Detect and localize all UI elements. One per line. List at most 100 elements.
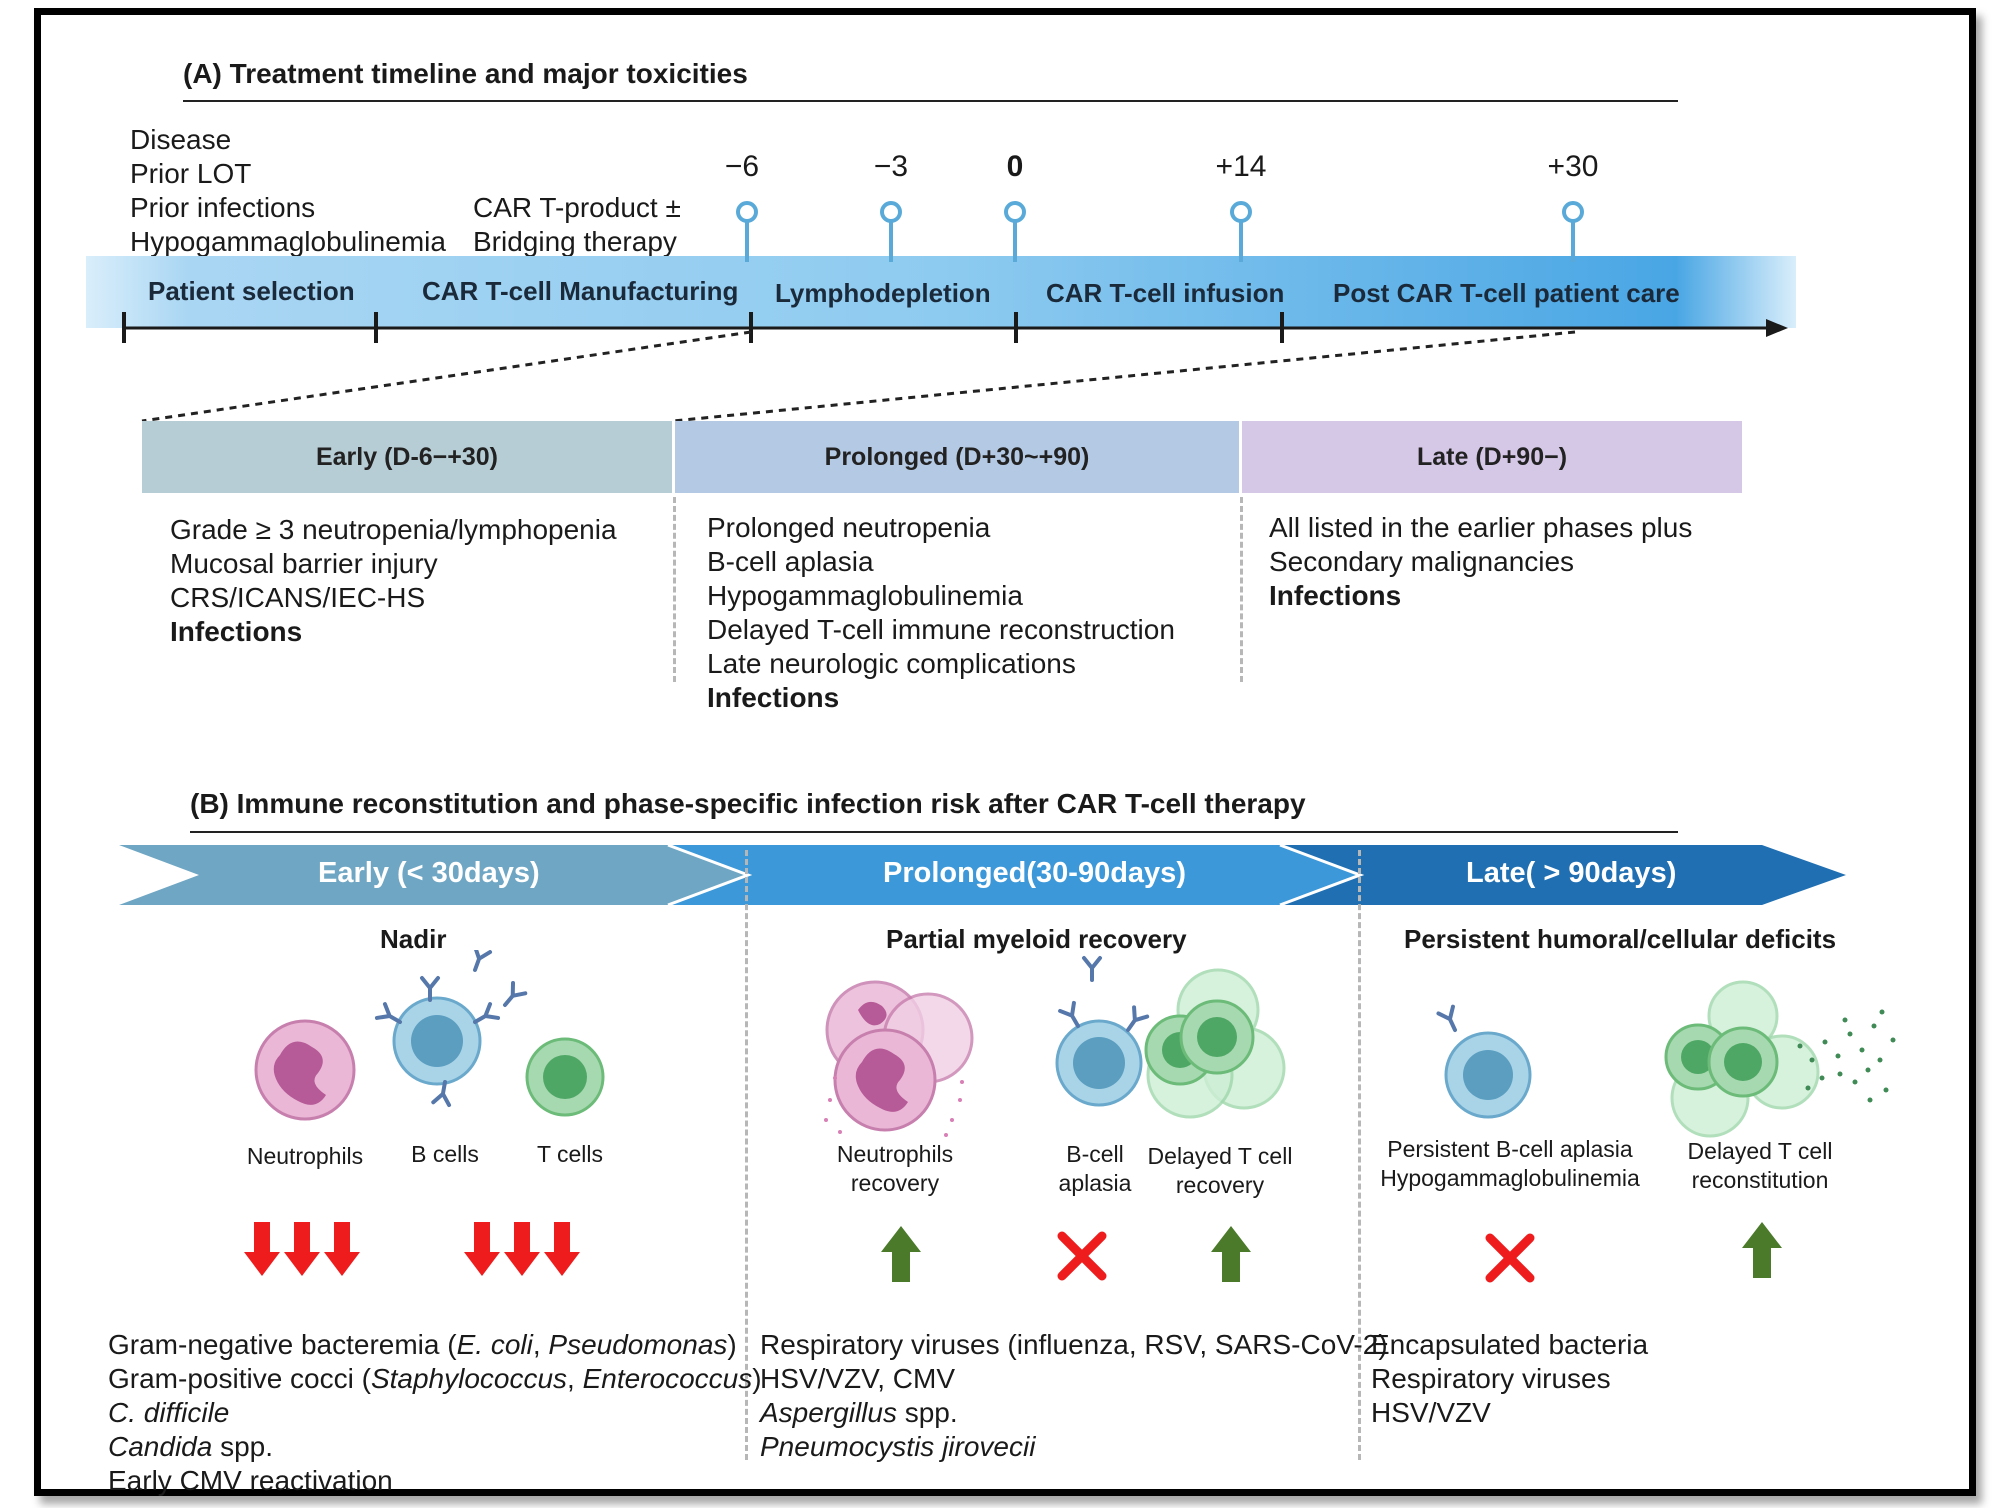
- list-item: Prolonged neutropenia: [707, 512, 991, 543]
- neutrophil-recovery-icon: [824, 980, 974, 1137]
- pathogen: Aspergillus: [760, 1397, 897, 1428]
- early-box-header: Early (D-6−+30): [142, 421, 672, 493]
- car-t-product-text: CAR T-product ±: [473, 192, 681, 223]
- tick-label-0: 0: [1006, 150, 1024, 183]
- criterion-prior-infections: Prior infections: [130, 192, 316, 223]
- pathogen: Staphylococcus: [370, 1363, 568, 1394]
- selection-criteria: Disease Prior LOT Prior infections Hypog…: [130, 123, 446, 259]
- list-item: Pneumocystis jirovecii: [760, 1431, 1036, 1462]
- list-item: All listed in the earlier phases plus: [1269, 512, 1693, 543]
- up-arrow-icon: [1742, 1222, 1782, 1278]
- label-line: Neutrophils: [836, 1141, 954, 1167]
- label-line: aplasia: [1058, 1170, 1132, 1196]
- label-line: Hypogammaglobulinemia: [1380, 1165, 1640, 1191]
- phase-divider: [1358, 850, 1361, 1460]
- prolonged-box-header: Prolonged (D+30~+90): [675, 421, 1239, 493]
- arrow-label-prolonged: Prolonged(30-90days): [883, 857, 1186, 889]
- list-item: Respiratory viruses (influenza, RSV, SAR…: [760, 1329, 1388, 1360]
- early-toxicity-list: Grade ≥ 3 neutropenia/lymphopenia Mucosa…: [170, 513, 617, 649]
- label-line: B-cell: [1066, 1141, 1124, 1167]
- list-item: Late neurologic complications: [707, 648, 1076, 679]
- pathogen: Enterococcus: [582, 1363, 753, 1394]
- timeline-pin-minus3: [880, 201, 902, 223]
- late-toxicity-list: All listed in the earlier phases plus Se…: [1269, 511, 1692, 613]
- list-item: Delayed T-cell immune reconstruction: [707, 614, 1175, 645]
- prolonged-subtitle: Partial myeloid recovery: [886, 924, 1187, 954]
- label-delayed-t-cell-reconstitution: Delayed T cell reconstitution: [1665, 1137, 1855, 1195]
- arrow-late: [1280, 845, 1846, 905]
- criterion-hypogammaglobulinemia: Hypogammaglobulinemia: [130, 226, 446, 257]
- text: ,: [532, 1329, 549, 1360]
- timeline-pin-plus30: [1562, 201, 1584, 223]
- arrow-label-early: Early (< 30days): [318, 857, 540, 889]
- text: Gram-positive cocci (: [108, 1363, 371, 1394]
- label-persistent-b-cell-aplasia: Persistent B-cell aplasia Hypogammaglobu…: [1365, 1135, 1655, 1193]
- list-item: Respiratory viruses: [1371, 1363, 1611, 1394]
- list-item: C. difficile: [108, 1397, 230, 1428]
- list-item: B-cell aplasia: [707, 546, 874, 577]
- arrow-prolonged: [668, 845, 1360, 905]
- text: ): [727, 1329, 737, 1360]
- list-item: Candida spp.: [108, 1430, 762, 1464]
- early-infections: Gram-negative bacteremia (E. coli, Pseud…: [108, 1328, 762, 1498]
- manufacturing-note: CAR T-product ± Bridging therapy: [473, 191, 681, 259]
- tick-label-plus14: +14: [1215, 150, 1267, 183]
- up-arrow-icon: [881, 1226, 921, 1282]
- list-item: Secondary malignancies: [1269, 546, 1575, 577]
- list-item: Infections: [1269, 580, 1402, 611]
- status-marks: [244, 1222, 1782, 1310]
- pathogen: Candida: [108, 1431, 213, 1462]
- label-line: reconstitution: [1691, 1167, 1829, 1193]
- box-divider: [673, 497, 676, 682]
- label-delayed-t-cell-recovery: Delayed T cell recovery: [1130, 1142, 1310, 1200]
- label-line: Delayed T cell: [1687, 1138, 1833, 1164]
- down-arrows-lymphocytes: [464, 1222, 580, 1276]
- neutrophil-icon: [254, 1019, 356, 1121]
- list-item: Gram-positive cocci (Staphylococcus, Ent…: [108, 1362, 762, 1396]
- cell-illustrations: [254, 950, 1896, 1138]
- criterion-prior-lot: Prior LOT: [130, 158, 252, 189]
- timeline-pin-plus14: [1230, 201, 1252, 223]
- timeline-arrowhead: [1766, 319, 1788, 337]
- pathogen: Pseudomonas: [548, 1329, 728, 1360]
- late-infections: Encapsulated bacteria Respiratory viruse…: [1371, 1328, 1648, 1430]
- list-item: Grade ≥ 3 neutropenia/lymphopenia: [170, 514, 617, 545]
- panel-a-title: (A) Treatment timeline and major toxicit…: [183, 58, 748, 89]
- list-item: Hypogammaglobulinemia: [707, 580, 1023, 611]
- panel-b-title: (B) Immune reconstitution and phase-spec…: [190, 788, 1306, 819]
- down-arrows-neutrophils: [244, 1222, 360, 1276]
- panel-b-title-rule: [190, 831, 1678, 833]
- list-item: Early CMV reactivation: [108, 1465, 393, 1496]
- phase-lymphodepletion: Lymphodepletion: [775, 278, 991, 308]
- box-divider: [1240, 497, 1243, 682]
- phase-patient-selection: Patient selection: [148, 276, 355, 306]
- t-cell-recovery-icon: [1144, 968, 1286, 1119]
- b-cell-aplasia-icon: [1055, 956, 1150, 1107]
- prolonged-toxicity-list: Prolonged neutropenia B-cell aplasia Hyp…: [707, 511, 1175, 715]
- arrow-seam: [667, 843, 753, 907]
- tick-label-minus6: −6: [724, 150, 760, 183]
- phase-car-t-manufacturing: CAR T-cell Manufacturing: [422, 276, 739, 306]
- timeline-pin-minus6: [736, 201, 758, 223]
- label-neutrophils: Neutrophils: [246, 1143, 364, 1169]
- panel-a-title-rule: [183, 100, 1678, 102]
- zoom-line-left: [141, 330, 752, 423]
- zoom-line-right: [672, 330, 1576, 423]
- arrow-label-late: Late( > 90days): [1466, 857, 1677, 889]
- cross-icon: [1062, 1236, 1102, 1276]
- criterion-disease: Disease: [130, 124, 232, 155]
- late-box-header: Late (D+90−): [1242, 421, 1742, 493]
- label-t-cells: T cells: [536, 1141, 604, 1167]
- timeline-pin-0: [1004, 201, 1026, 223]
- late-b-cell-icon: [1436, 1004, 1532, 1119]
- tick-label-plus30: +30: [1547, 150, 1599, 183]
- list-item: HSV/VZV: [1371, 1397, 1491, 1428]
- arrow-early: [119, 845, 748, 905]
- list-item: Aspergillus spp.: [760, 1396, 1388, 1430]
- t-cell-reconstitution-icon: [1664, 980, 1896, 1138]
- list-item: Mucosal barrier injury: [170, 548, 438, 579]
- list-item: Gram-negative bacteremia (E. coli, Pseud…: [108, 1328, 762, 1362]
- text: Gram-negative bacteremia (: [108, 1329, 457, 1360]
- label-line: recovery: [1175, 1172, 1265, 1198]
- up-arrow-icon: [1211, 1226, 1251, 1282]
